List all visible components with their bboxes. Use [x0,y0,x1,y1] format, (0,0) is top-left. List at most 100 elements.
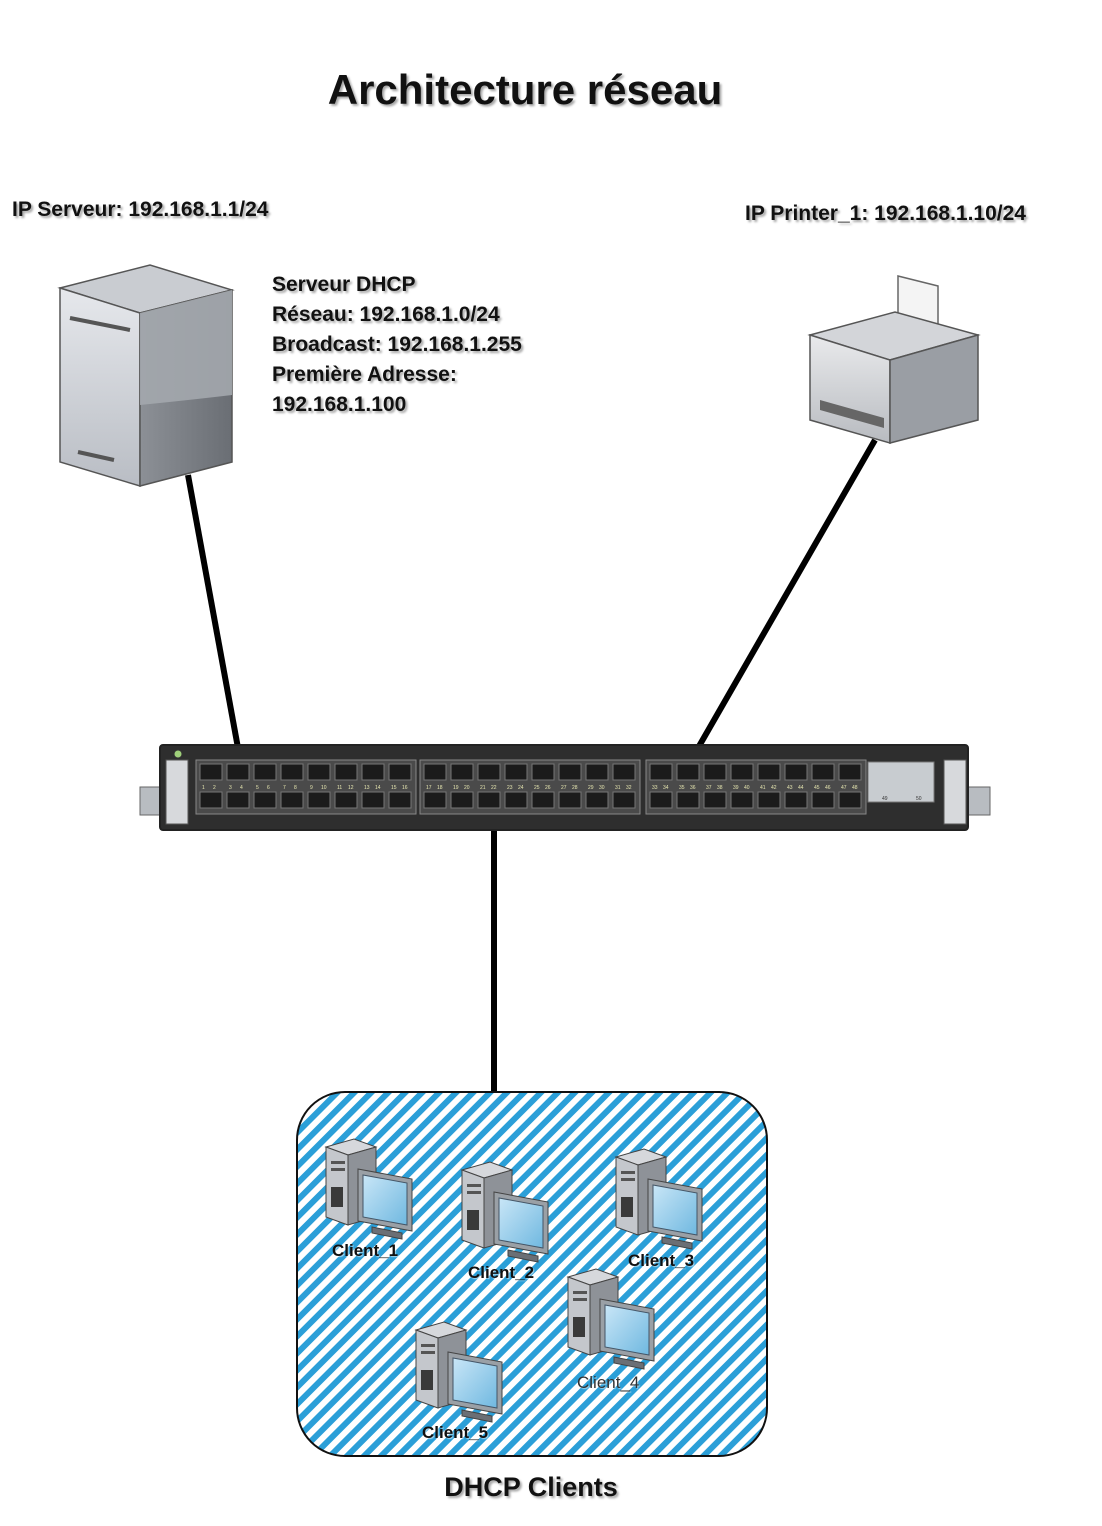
switch-port [730,763,754,781]
server-icon [57,264,235,488]
switch-port [811,791,835,809]
switch-port [361,791,385,809]
client-workstation-icon [324,1138,413,1240]
switch-port-number: 9 [310,785,313,791]
switch-port-number: 48 [852,785,858,791]
switch-port-number: 39 [733,785,739,791]
dhcp-info-line: 192.168.1.100 [272,393,407,416]
switch-port [531,791,555,809]
switch-port [838,763,862,781]
switch-port [307,791,331,809]
switch-port [676,763,700,781]
switch-port-number: 42 [771,785,777,791]
switch-port [676,791,700,809]
switch-port [477,763,501,781]
switch-port-number: 27 [561,785,567,791]
switch-port-number: 14 [375,785,381,791]
switch-port-number: 22 [491,785,497,791]
switch-port-number: 37 [706,785,712,791]
client-workstation-icon [414,1321,503,1423]
dhcp-clients-caption: DHCP Clients [444,1472,618,1502]
switch-port-number: 18 [437,785,443,791]
switch-port-number: 4 [240,785,243,791]
switch-port [450,763,474,781]
switch-port-number: 11 [337,785,342,791]
switch-port-number: 45 [814,785,820,791]
switch-port [784,763,808,781]
page-title: Architecture réseau [327,66,723,113]
switch-port-number: 15 [391,785,397,791]
switch-port [423,791,447,809]
client-label: Client_5 [422,1423,489,1442]
switch-port [649,763,673,781]
switch-port [450,791,474,809]
switch-port-number: 41 [760,785,766,791]
switch-port-number: 21 [480,785,486,791]
client-workstation-icon [566,1268,655,1370]
uplink-port-label: 49 [882,796,888,802]
switch-port-number: 46 [825,785,831,791]
switch-port-number: 44 [798,785,804,791]
switch-port [334,791,358,809]
switch-port-number: 23 [507,785,513,791]
dhcp-info-line: Serveur DHCP [272,273,416,296]
switch-port [585,763,609,781]
switch-port [558,791,582,809]
switch-port-number: 26 [545,785,551,791]
switch-port [838,791,862,809]
switch-port-number: 32 [626,785,632,791]
switch-port-number: 20 [464,785,470,791]
switch-port-number: 35 [679,785,685,791]
switch-port [199,763,223,781]
dhcp-server-info: Serveur DHCP Réseau: 192.168.1.0/24 Broa… [272,270,522,420]
client-workstation-icon [614,1148,703,1250]
client-label: Client_3 [628,1251,695,1270]
switch-port [504,791,528,809]
switch-port-number: 28 [572,785,578,791]
switch-port [612,791,636,809]
link-printer-switch [695,438,878,750]
switch-port [280,763,304,781]
switch-port [730,791,754,809]
switch-port-number: 6 [267,785,270,791]
switch-port [253,791,277,809]
switch-port [703,763,727,781]
switch-port-number: 30 [599,785,605,791]
client-workstation-icon [460,1161,549,1263]
switch-port [423,763,447,781]
switch-port-number: 3 [229,785,232,791]
switch-port [757,791,781,809]
switch-port-number: 10 [321,785,327,791]
switch-port-number: 13 [364,785,370,791]
switch-port-number: 43 [787,785,793,791]
client-label: Client_1 [332,1241,399,1260]
switch-port-number: 47 [841,785,847,791]
switch-port [334,763,358,781]
switch-port [226,791,250,809]
switch-port-number: 31 [615,785,621,791]
switch-port-number: 1 [202,785,205,791]
switch-port-number: 8 [294,785,297,791]
switch-port-number: 17 [426,785,432,791]
switch-port-number: 36 [690,785,696,791]
switch-port-number: 12 [348,785,354,791]
switch-port-number: 16 [402,785,408,791]
switch-port [612,763,636,781]
switch-port-number: 7 [283,785,286,791]
uplink-port-label: 50 [916,796,922,802]
printer-ip-label: IP Printer_1: 192.168.1.10/24 [745,202,1026,225]
switch-port-number: 25 [534,785,540,791]
switch-port [199,791,223,809]
dhcp-info-line: Première Adresse: [272,363,457,386]
switch-port-number: 33 [652,785,658,791]
switch-port [226,763,250,781]
switch-port [585,791,609,809]
client-label: Client_4 [577,1373,640,1392]
switch-port [531,763,555,781]
switch-port-number: 19 [453,785,459,791]
switch-port-number: 29 [588,785,594,791]
dhcp-info-line: Réseau: 192.168.1.0/24 [272,303,500,326]
